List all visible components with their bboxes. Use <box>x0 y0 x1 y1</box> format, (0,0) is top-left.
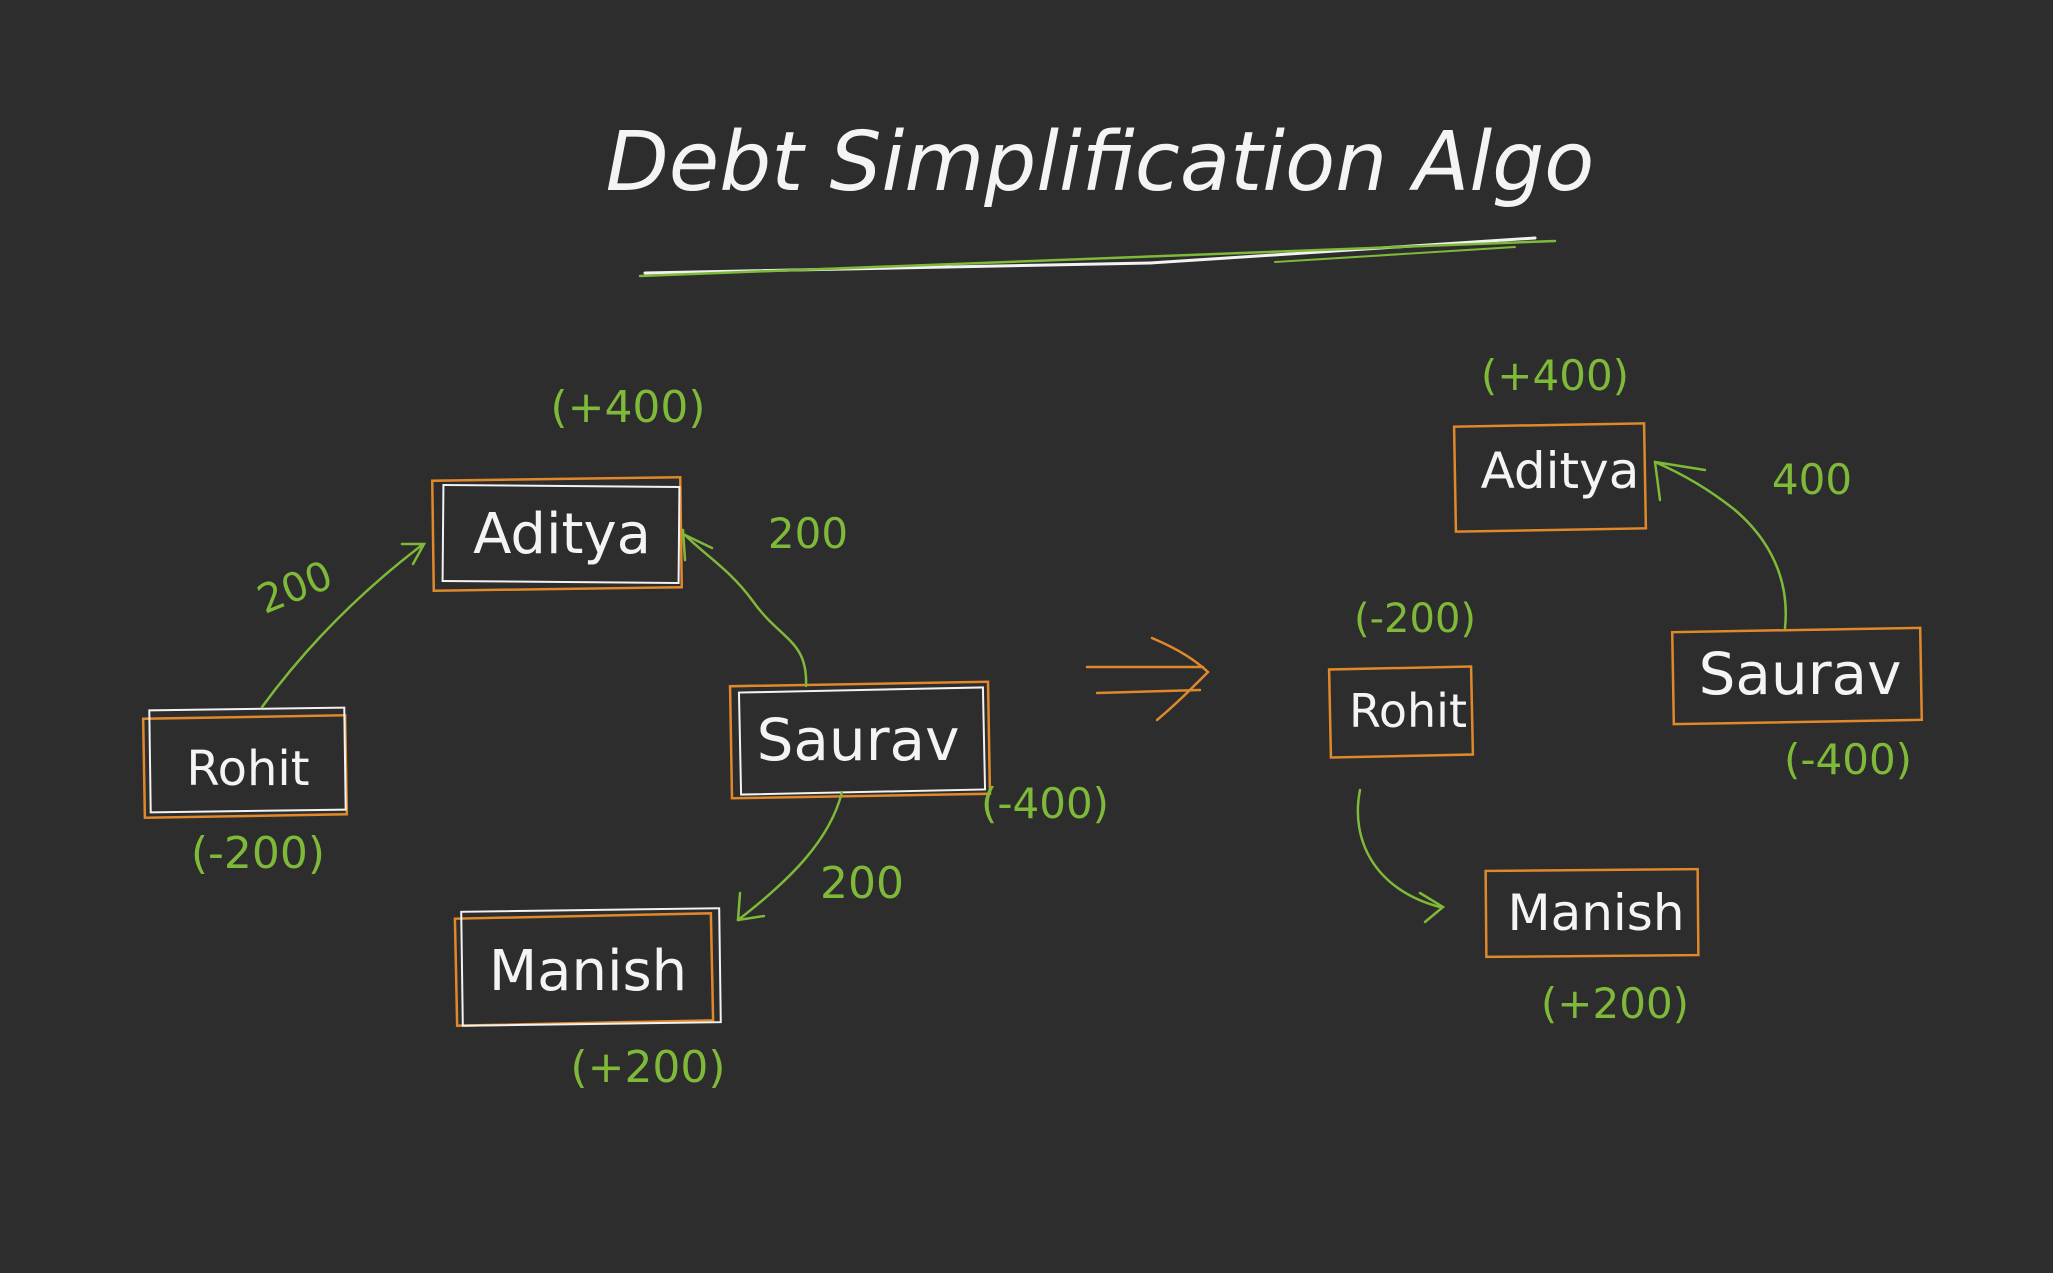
edge-after-rohit-manish <box>1356 788 1446 924</box>
node-after-aditya-balance: (+400) <box>1481 351 1629 400</box>
node-before-manish-label: Manish <box>489 939 687 1004</box>
node-after-aditya: Aditya <box>1452 422 1648 533</box>
edge-before-saurav-aditya-amount: 200 <box>768 509 848 558</box>
simplify-arrow <box>1085 636 1210 722</box>
edge-after-saurav-aditya <box>1653 460 1787 630</box>
node-before-manish-balance: (+200) <box>570 1042 725 1093</box>
node-before-saurav: Saurav <box>728 680 992 800</box>
node-before-aditya-balance: (+400) <box>550 382 705 433</box>
node-after-rohit: Rohit <box>1327 665 1475 759</box>
edge-before-saurav-aditya <box>681 528 808 688</box>
node-before-rohit-balance: (-200) <box>191 828 325 879</box>
node-after-aditya-label: Aditya <box>1481 442 1640 500</box>
node-after-saurav-balance: (-400) <box>1784 735 1912 784</box>
edge-before-rohit-aditya <box>260 542 427 709</box>
edge-before-rohit-aditya-amount: 200 <box>251 552 339 623</box>
node-after-saurav: Saurav <box>1670 626 1924 726</box>
edge-after-saurav-aditya-amount: 400 <box>1772 455 1852 504</box>
node-after-rohit-balance: (-200) <box>1354 596 1476 642</box>
node-after-saurav-label: Saurav <box>1699 640 1902 708</box>
title-underline <box>638 236 1557 278</box>
node-before-aditya-label: Aditya <box>473 502 651 567</box>
node-before-saurav-balance: (-400) <box>981 779 1109 828</box>
node-before-aditya: Aditya <box>430 476 684 592</box>
node-after-manish-balance: (+200) <box>1541 979 1689 1028</box>
node-after-manish-label: Manish <box>1507 884 1684 942</box>
node-before-rohit-label: Rohit <box>186 741 309 797</box>
node-before-rohit: Rohit <box>141 706 349 820</box>
node-after-rohit-label: Rohit <box>1349 684 1467 738</box>
edge-before-saurav-manish-amount: 200 <box>820 858 904 909</box>
edge-before-saurav-manish <box>736 790 844 922</box>
node-before-manish: Manish <box>453 907 722 1027</box>
diagram-title: Debt Simplification Algo <box>606 115 1595 210</box>
node-before-saurav-label: Saurav <box>757 706 960 774</box>
node-after-manish: Manish <box>1484 867 1700 959</box>
